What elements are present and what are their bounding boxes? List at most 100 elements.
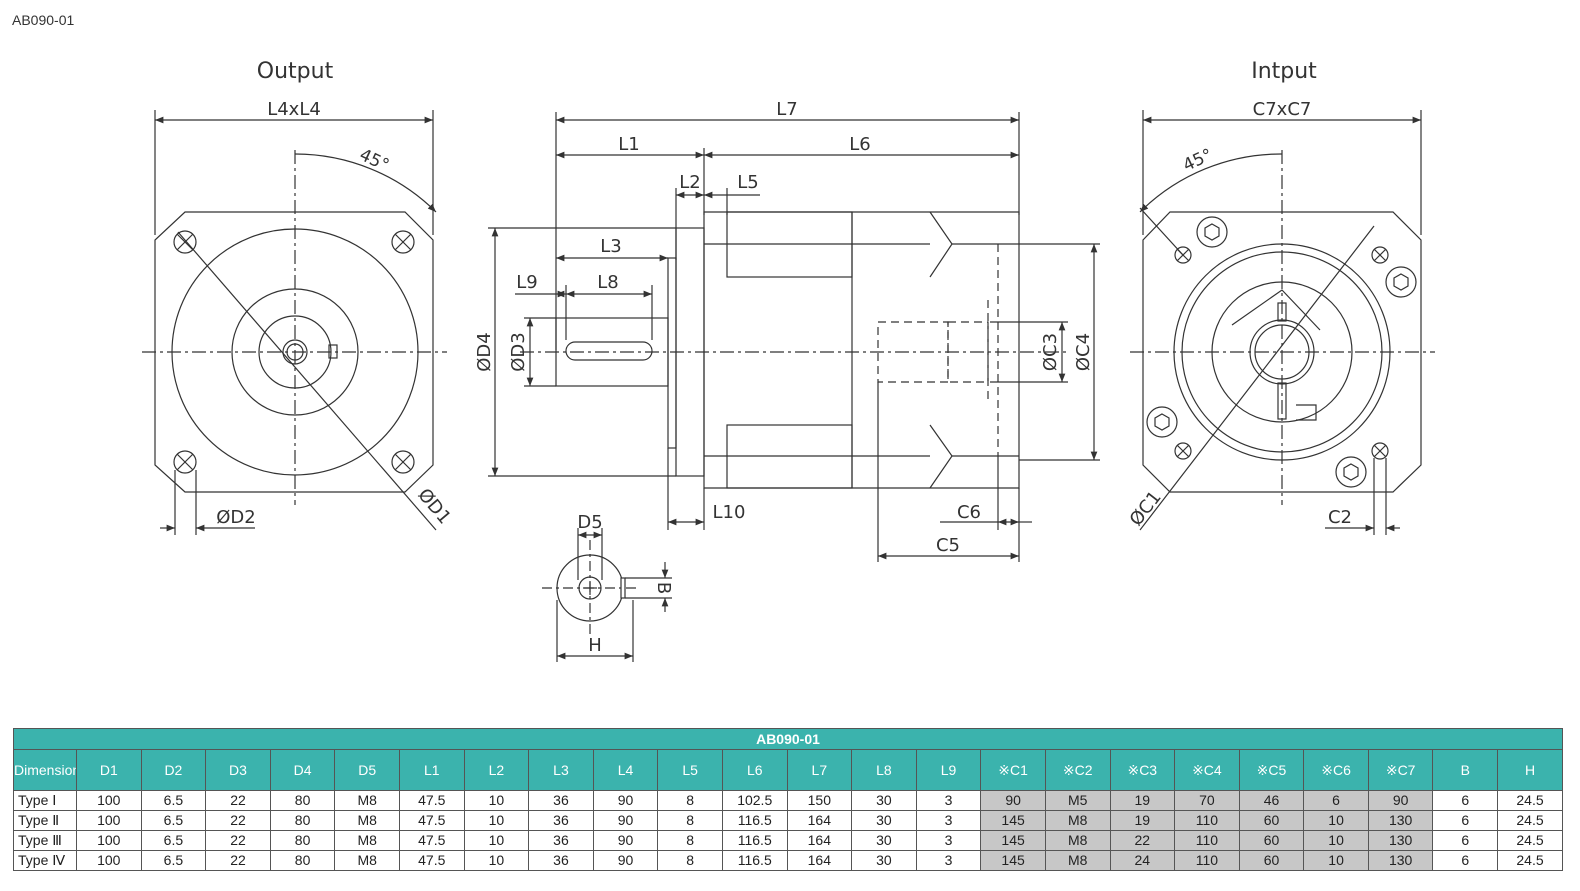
column-header: L7	[786, 749, 853, 791]
table-cell: 36	[528, 790, 594, 811]
table-cell: M8	[334, 790, 400, 811]
dim-label-c1: ØC1	[1126, 487, 1166, 530]
table-cell: 24.5	[1497, 810, 1563, 831]
table-cell: 100	[76, 790, 142, 811]
dim-label-d3: ØD3	[508, 332, 529, 371]
table-cell: 24	[1109, 850, 1176, 871]
table-cell: 6.5	[140, 790, 207, 811]
table-cell: M5	[1044, 790, 1111, 811]
table-cell: 10	[463, 830, 530, 851]
table-cell: 8	[657, 790, 723, 811]
table-cell: 145	[980, 850, 1046, 871]
table-cell: 3	[915, 830, 982, 851]
table-cell: 60	[1238, 830, 1305, 851]
table-cell: 60	[1238, 850, 1305, 871]
table-cell: M8	[334, 850, 400, 871]
dim-label-l9: L9	[516, 272, 537, 293]
table-cell: 36	[528, 810, 594, 831]
angle-label-input: 45°	[1180, 145, 1216, 176]
table-cell: 10	[463, 790, 530, 811]
dim-label-c5: C5	[936, 535, 960, 556]
table-cell: 30	[851, 850, 917, 871]
dim-label-b: B	[653, 582, 674, 594]
table-cell: 22	[205, 850, 271, 871]
table-cell: 24.5	[1497, 790, 1563, 811]
table-cell: 100	[76, 810, 142, 831]
table-cell: 145	[980, 810, 1046, 831]
column-header: D1	[76, 749, 142, 791]
input-view-title: Intput	[1251, 59, 1317, 84]
page-title: AB090-01	[12, 12, 75, 28]
column-header: D5	[334, 749, 400, 791]
table-cell: M8	[1044, 850, 1111, 871]
shaft-section-view: D5 B H	[542, 512, 674, 662]
dim-label-l3: L3	[600, 236, 621, 257]
table-cell: 3	[915, 790, 982, 811]
table-cell: 116.5	[721, 830, 788, 851]
column-header: L3	[528, 749, 594, 791]
table-cell: M8	[1044, 830, 1111, 851]
table-cell: 102.5	[721, 790, 788, 811]
table-cell: 164	[786, 850, 853, 871]
dim-label-l2: L2	[679, 172, 700, 193]
table-cell: 8	[657, 830, 723, 851]
table-cell: 47.5	[398, 850, 465, 871]
table-cell: 110	[1174, 830, 1240, 851]
table-cell: 22	[205, 810, 271, 831]
table-cell: 80	[269, 810, 336, 831]
table-cell: M8	[1044, 810, 1111, 831]
table-cell: 8	[657, 810, 723, 831]
table-cell: 164	[786, 810, 853, 831]
table-cell: 3	[915, 850, 982, 871]
table-cell: 24.5	[1497, 850, 1563, 871]
table-cell: 100	[76, 830, 142, 851]
table-cell: 30	[851, 830, 917, 851]
table-cell: 80	[269, 830, 336, 851]
output-view-title: Output	[257, 59, 334, 84]
row-type-label: Type Ⅰ	[13, 790, 77, 811]
dim-label-d5: D5	[577, 512, 602, 533]
table-cell: 19	[1109, 790, 1176, 811]
column-header: L1	[398, 749, 465, 791]
dim-label-c6: C6	[957, 502, 981, 523]
table-cell: 30	[851, 790, 917, 811]
table-cell: 116.5	[721, 850, 788, 871]
table-cell: 116.5	[721, 810, 788, 831]
table-cell: 90	[980, 790, 1046, 811]
dim-label-l6: L6	[849, 134, 870, 155]
column-header: B	[1432, 749, 1499, 791]
dim-label-c4: ØC4	[1073, 333, 1094, 371]
table-cell: 60	[1238, 810, 1305, 831]
table-cell: 90	[592, 850, 659, 871]
column-header: ※C7	[1367, 749, 1434, 791]
column-header: ※C3	[1109, 749, 1176, 791]
column-header: ※C6	[1303, 749, 1369, 791]
column-header: D3	[205, 749, 271, 791]
table-cell: 46	[1238, 790, 1305, 811]
table-cell: 6	[1432, 810, 1499, 831]
dim-label-l8: L8	[597, 272, 618, 293]
dim-label-l5: L5	[737, 172, 758, 193]
dim-label-l10: L10	[713, 502, 746, 523]
column-header: ※C2	[1044, 749, 1111, 791]
column-header: L5	[657, 749, 723, 791]
table-cell: 3	[915, 810, 982, 831]
table-cell: 150	[786, 790, 853, 811]
column-header: D4	[269, 749, 336, 791]
dim-label-h: H	[588, 635, 602, 656]
column-header: L9	[915, 749, 982, 791]
table-cell: 19	[1109, 810, 1176, 831]
table-cell: 80	[269, 850, 336, 871]
technical-drawing: Output L4xL4 45° ØD1	[142, 59, 1435, 662]
table-cell: 6	[1432, 790, 1499, 811]
input-view: Intput C7xC7 45° ØC1	[1126, 59, 1435, 535]
table-cell: 30	[851, 810, 917, 831]
table-cell: 6	[1432, 830, 1499, 851]
column-header: ※C4	[1174, 749, 1240, 791]
table-cell: 10	[1303, 830, 1369, 851]
dim-label-d4: ØD4	[474, 332, 495, 371]
